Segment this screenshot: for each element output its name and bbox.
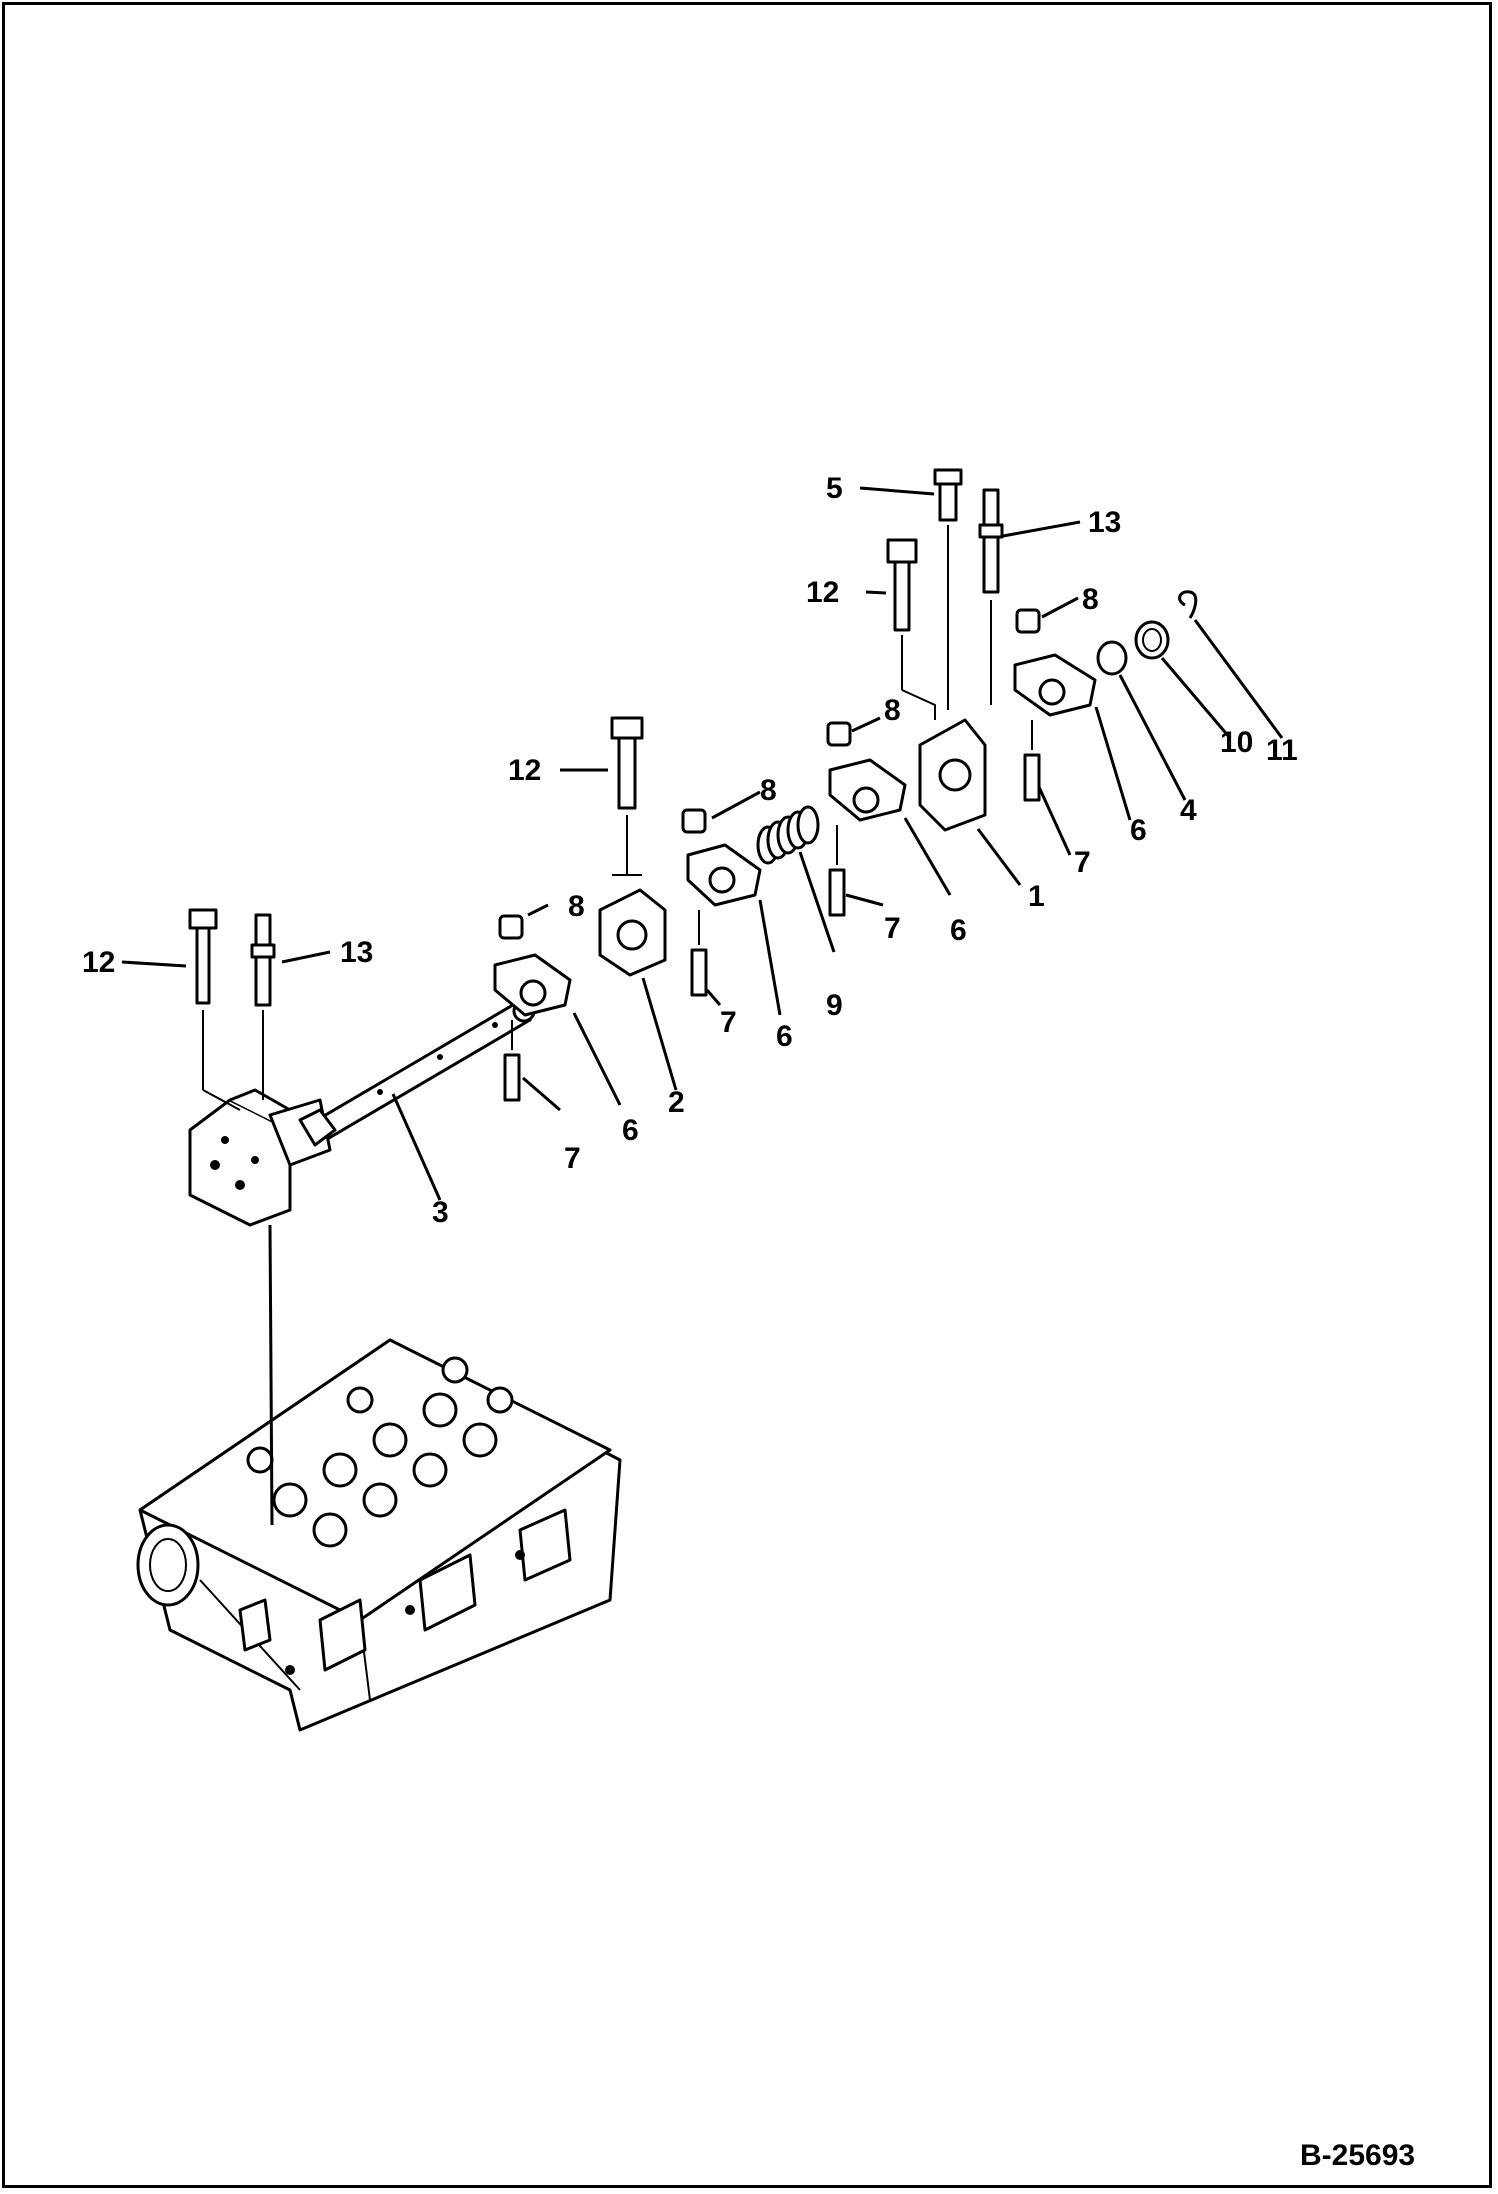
alignment-line <box>268 1224 274 1526</box>
cylinder-head <box>136 1338 622 1732</box>
callout-13-left: 13 <box>340 936 373 969</box>
callout-6-d: 6 <box>1130 814 1147 847</box>
stud-13-left <box>250 913 276 1100</box>
callout-6-c: 6 <box>950 914 967 947</box>
rocker-arm-6-b <box>681 808 762 997</box>
leader-lines <box>121 486 1284 1201</box>
callout-6-b: 6 <box>776 1020 793 1053</box>
rocker-arm-6-a <box>493 914 572 1102</box>
spring-9 <box>756 805 820 865</box>
callout-11: 11 <box>1266 734 1298 767</box>
rocker-arm-6-d <box>1013 608 1097 802</box>
collar-4 <box>1096 640 1128 676</box>
callout-13-right: 13 <box>1088 506 1121 539</box>
callout-12-right: 12 <box>806 576 839 609</box>
callout-5: 5 <box>826 472 843 505</box>
callouts: 1 2 3 4 5 6 6 6 6 7 7 7 7 8 8 8 8 9 10 1… <box>82 472 1298 1229</box>
drawing-reference: B-25693 <box>1300 2139 1415 2172</box>
callout-9: 9 <box>826 989 843 1022</box>
callout-8-d: 8 <box>1082 583 1099 616</box>
callout-2: 2 <box>668 1086 685 1119</box>
callout-8-b: 8 <box>760 774 777 807</box>
rocker-support-1 <box>886 468 1004 832</box>
callout-7-a: 7 <box>564 1142 581 1175</box>
callout-8-c: 8 <box>884 694 901 727</box>
callout-1: 1 <box>1028 880 1045 913</box>
spring-washer-10 <box>1134 620 1170 660</box>
rocker-arm-6-c <box>826 721 907 917</box>
rocker-support-2 <box>598 716 667 977</box>
callout-12-middle: 12 <box>508 754 541 787</box>
callout-8-a: 8 <box>568 890 585 923</box>
callout-7-b: 7 <box>720 1006 737 1039</box>
snap-ring-11 <box>1178 590 1198 619</box>
callout-3: 3 <box>432 1196 449 1229</box>
callout-12-left: 12 <box>82 946 115 979</box>
bolt-12-left <box>188 908 241 1111</box>
callout-7-c: 7 <box>884 912 901 945</box>
rocker-shaft <box>298 999 536 1150</box>
callout-10: 10 <box>1220 726 1253 759</box>
callout-6-a: 6 <box>622 1114 639 1147</box>
rocker-support-assembly <box>188 1088 337 1227</box>
callout-7-d: 7 <box>1074 846 1091 879</box>
callout-4: 4 <box>1180 794 1197 827</box>
